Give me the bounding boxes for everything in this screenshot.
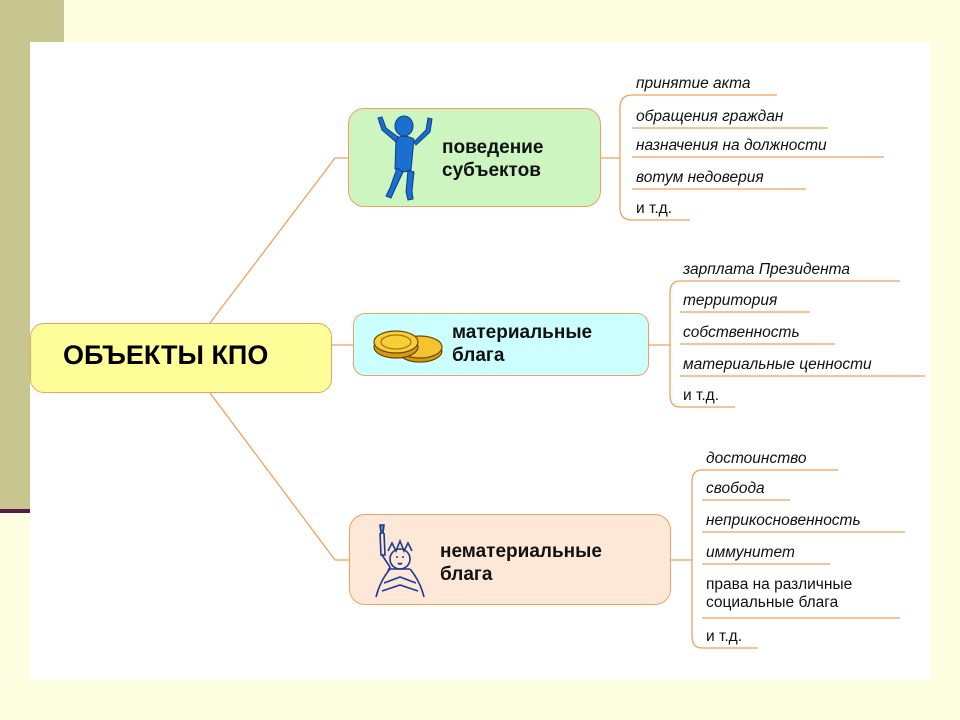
category-label-nonmaterial: нематериальные блага (440, 541, 602, 585)
list-item: неприкосновенность (706, 512, 861, 529)
list-item: назначения на должности (636, 137, 827, 154)
category-label-behavior: поведение субъектов (442, 137, 544, 181)
list-item: принятие акта (636, 75, 751, 92)
statue-of-liberty-icon (375, 524, 425, 598)
slide-side-line (0, 509, 30, 513)
list-item: территория (683, 292, 778, 309)
root-node: ОБЪЕКТЫ КПО (30, 323, 332, 393)
list-item: и т.д. (636, 200, 673, 217)
list-item: достоинство (706, 450, 807, 467)
list-item: обращения граждан (636, 108, 784, 125)
category-node-nonmaterial (349, 514, 671, 605)
list-item: зарплата Президента (683, 261, 851, 278)
branch-line-behavior (209, 157, 348, 324)
root-label: ОБЪЕКТЫ КПО (63, 340, 269, 370)
list-item: материальные ценности (683, 356, 872, 373)
list-item: и т.д. (683, 387, 720, 404)
items-bracket-material (649, 280, 681, 408)
list-item: собственность (683, 324, 800, 341)
items-bracket-nonmaterial (671, 469, 703, 649)
list-item: свобода (706, 480, 765, 497)
list-item: иммунитет (706, 544, 795, 561)
coins-icon (373, 330, 443, 363)
category-label-material: материальные блага (452, 322, 593, 366)
list-item: и т.д. (706, 628, 743, 645)
branch-line-nonmaterial (209, 392, 349, 561)
list-item: права на различные социальные блага (706, 576, 853, 611)
list-item: вотум недоверия (636, 169, 764, 186)
jumping-person-icon (377, 115, 433, 201)
items-bracket-behavior (601, 94, 633, 221)
